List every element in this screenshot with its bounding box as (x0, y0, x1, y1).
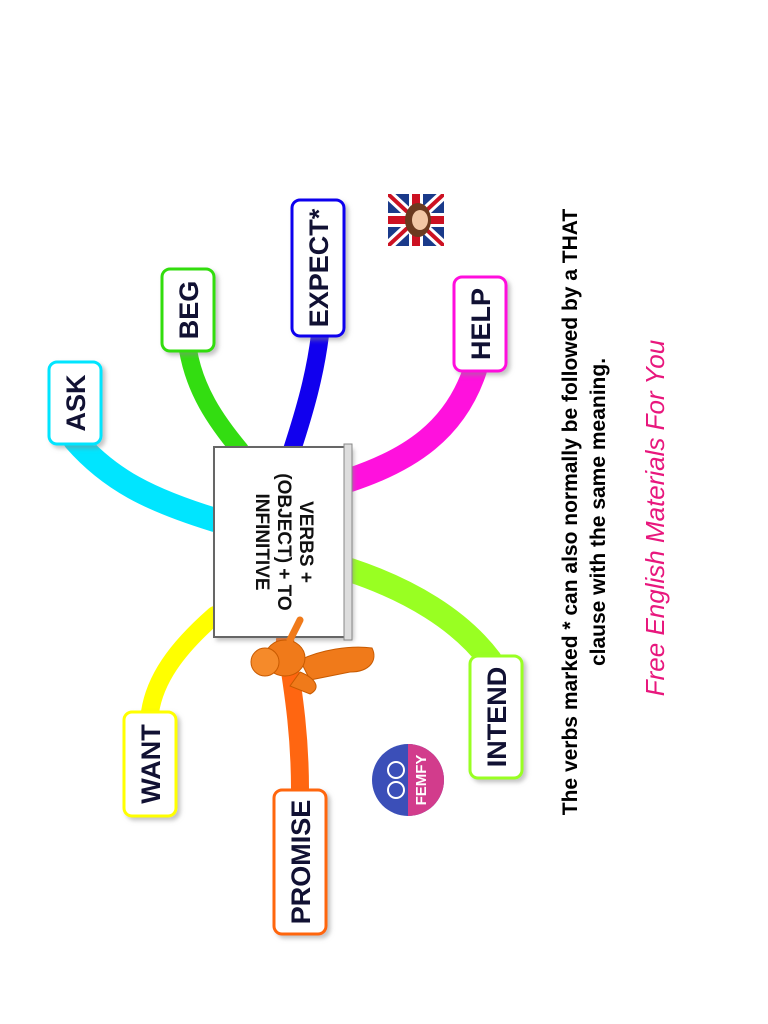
brand-tagline: Free English Materials For You (640, 340, 670, 696)
node-ask-label: ASK (61, 374, 91, 432)
center-line-3: INFINITIVE (251, 493, 272, 590)
node-want-label: WANT (136, 724, 166, 804)
node-expect: EXPECT* (292, 200, 344, 336)
node-ask: ASK (49, 362, 101, 444)
branch-ask (75, 440, 215, 520)
branch-help (350, 370, 475, 480)
branch-beg (188, 350, 240, 450)
branch-want (150, 615, 215, 712)
node-beg-label: BEG (174, 281, 204, 340)
node-help-label: HELP (466, 288, 496, 360)
node-intend: INTEND (470, 656, 522, 778)
branch-intend (350, 570, 490, 660)
note-line-2: clause with the same meaning. (587, 358, 610, 666)
femfy-logo-text: FEMFY (413, 755, 430, 806)
node-want: WANT (124, 712, 176, 816)
node-promise-label: PROMISE (286, 800, 316, 925)
center-line-1: VERBS + (295, 501, 316, 583)
union-jack-portrait-icon (388, 194, 444, 246)
branch-expect (292, 335, 320, 450)
node-promise: PROMISE (274, 790, 326, 934)
node-help: HELP (454, 277, 506, 371)
node-beg: BEG (162, 269, 214, 351)
note-line-1: The verbs marked * can also normally be … (559, 209, 582, 816)
node-intend-label: INTEND (482, 667, 512, 768)
node-expect-label: EXPECT* (304, 208, 334, 327)
center-line-2: (OBJECT) + TO (273, 473, 294, 610)
center-node: VERBS + (OBJECT) + TO INFINITIVE (214, 444, 352, 640)
femfy-logo-icon: FEMFY (372, 744, 444, 816)
